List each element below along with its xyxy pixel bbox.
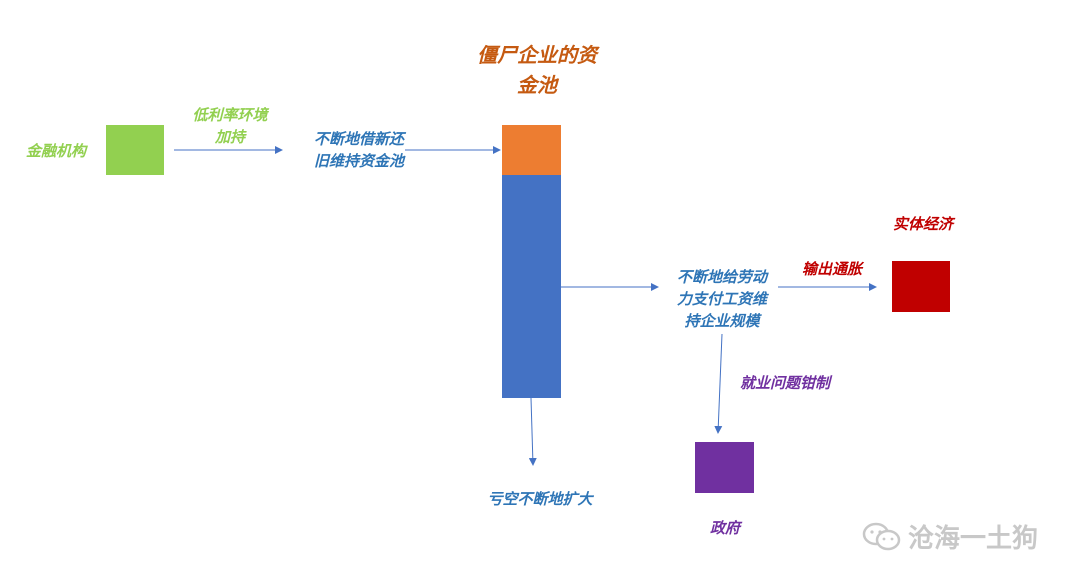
pool-top-segment [502, 125, 561, 175]
watermark-text: 沧海一土狗 [908, 524, 1039, 554]
low-rate-label: 低利率环境 加持 [192, 106, 268, 146]
watermark: 沧海一土狗 [862, 518, 1038, 555]
wechat-icon [862, 522, 901, 550]
arrow-pay-to-government [714, 333, 723, 434]
real-economy-label: 实体经济 [892, 215, 953, 233]
real-economy-box [892, 261, 950, 312]
pool-bottom-segment [502, 175, 561, 398]
inflation-label: 输出通胀 [801, 260, 862, 278]
government-label: 政府 [709, 519, 740, 537]
financial-label: 金融机构 [25, 142, 86, 160]
government-box [695, 442, 754, 493]
employment-label: 就业问题钳制 [739, 374, 830, 392]
arrow-pool-to-loss [528, 397, 537, 466]
financial-box [106, 125, 164, 175]
pay-label: 不断地给劳动 力支付工资维 持企业规模 [676, 268, 767, 330]
loss-label: 亏空不断地扩大 [487, 490, 593, 508]
borrow-label: 不断地借新还 旧维持资金池 [313, 130, 404, 170]
pool-title: 僵尸企业的资 金池 [477, 43, 597, 97]
